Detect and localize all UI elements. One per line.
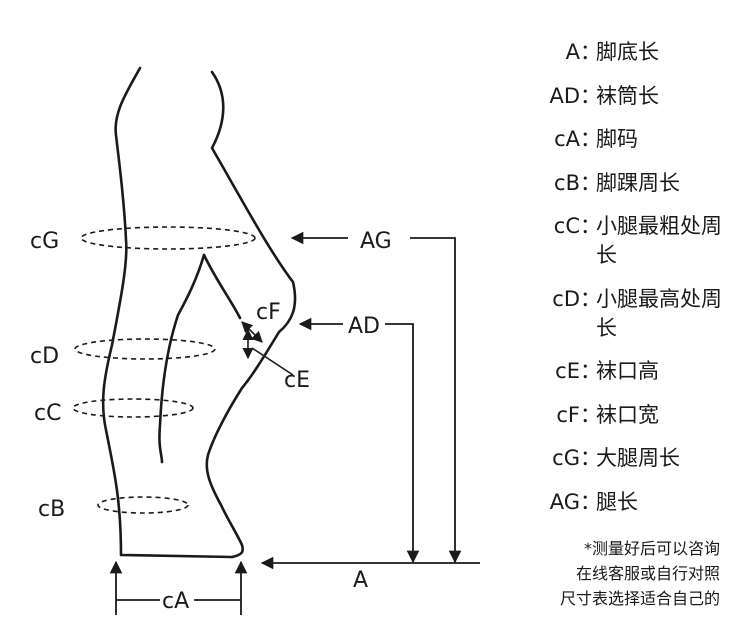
legend-row: AG：腿长 (522, 488, 742, 517)
legend-desc: 大腿周长 (596, 446, 680, 470)
cF-arrow (241, 321, 263, 343)
legend-code: cF (556, 402, 580, 427)
legend-desc: 袜筒长 (596, 83, 659, 108)
AG-leader (410, 237, 462, 564)
legend-code: AG (549, 489, 580, 514)
label-cE: cE (284, 368, 310, 393)
label-cA: cA (162, 589, 189, 614)
legend-row: AD：袜筒长 (522, 82, 742, 111)
label-cC: cC (34, 401, 61, 426)
measurement-note: *测量好后可以咨询 在线客服或自行对照 尺寸表选择适合自己的 (500, 536, 720, 611)
legend-code: A (565, 40, 580, 64)
leg-front-contour (205, 70, 297, 559)
legend-row: cC：小腿最粗处周长 (522, 212, 742, 270)
legend-desc: 腿长 (596, 489, 638, 514)
note-line-2: 在线客服或自行对照 (575, 564, 720, 583)
label-cG: cG (30, 229, 59, 254)
legend-code: cG (552, 446, 580, 470)
cE-leader (251, 347, 294, 376)
ellipse-cG (80, 226, 256, 250)
label-cF: cF (256, 300, 281, 325)
leg-measurement-diagram: cG cD cC cB cF cE AG AD A cA (30, 66, 480, 615)
legend-row: cB：脚踝周长 (522, 169, 742, 198)
legend-desc: 脚码 (596, 127, 638, 151)
legend-code: cC (553, 214, 580, 238)
legend-code: cB (554, 170, 580, 195)
ellipse-cB (97, 496, 189, 514)
back-leg-contour (158, 253, 206, 464)
legend: A：脚底长 AD：袜筒长 cA：脚码 cB：脚踝周长 cC：小腿最粗处周长 cD… (522, 38, 742, 531)
legend-desc: 小腿最高处周长 (596, 286, 722, 340)
legend-row: cF：袜口宽 (522, 401, 742, 430)
ellipse-cC (72, 398, 194, 418)
legend-desc: 小腿最粗处周长 (596, 214, 722, 267)
label-AD: AD (348, 314, 380, 339)
legend-desc: 脚底长 (596, 40, 659, 64)
legend-desc: 袜口高 (596, 359, 659, 383)
AD-leader (385, 323, 420, 564)
label-A: A (353, 568, 368, 593)
legend-row: A：脚底长 (522, 38, 742, 67)
legend-code: cD (552, 286, 580, 311)
label-cD: cD (30, 344, 59, 369)
note-line-3: 尺寸表选择适合自己的 (559, 589, 720, 608)
legend-code: cA (554, 127, 580, 151)
legend-row: cE：袜口高 (522, 357, 742, 386)
leg-back-contour (101, 66, 234, 559)
legend-desc: 脚踝周长 (596, 170, 680, 195)
label-AG: AG (360, 229, 392, 254)
ellipse-cD (74, 338, 216, 360)
legend-row: cG：大腿周长 (522, 444, 742, 473)
label-cB: cB (38, 497, 65, 522)
legend-row: cA：脚码 (522, 125, 742, 154)
legend-code: AD (549, 83, 580, 108)
legend-desc: 袜口宽 (596, 402, 659, 427)
legend-code: cE (555, 359, 580, 383)
legend-row: cD：小腿最高处周长 (522, 285, 742, 343)
sock-cuff-contour (202, 253, 242, 320)
note-line-1: *测量好后可以咨询 (583, 539, 720, 558)
